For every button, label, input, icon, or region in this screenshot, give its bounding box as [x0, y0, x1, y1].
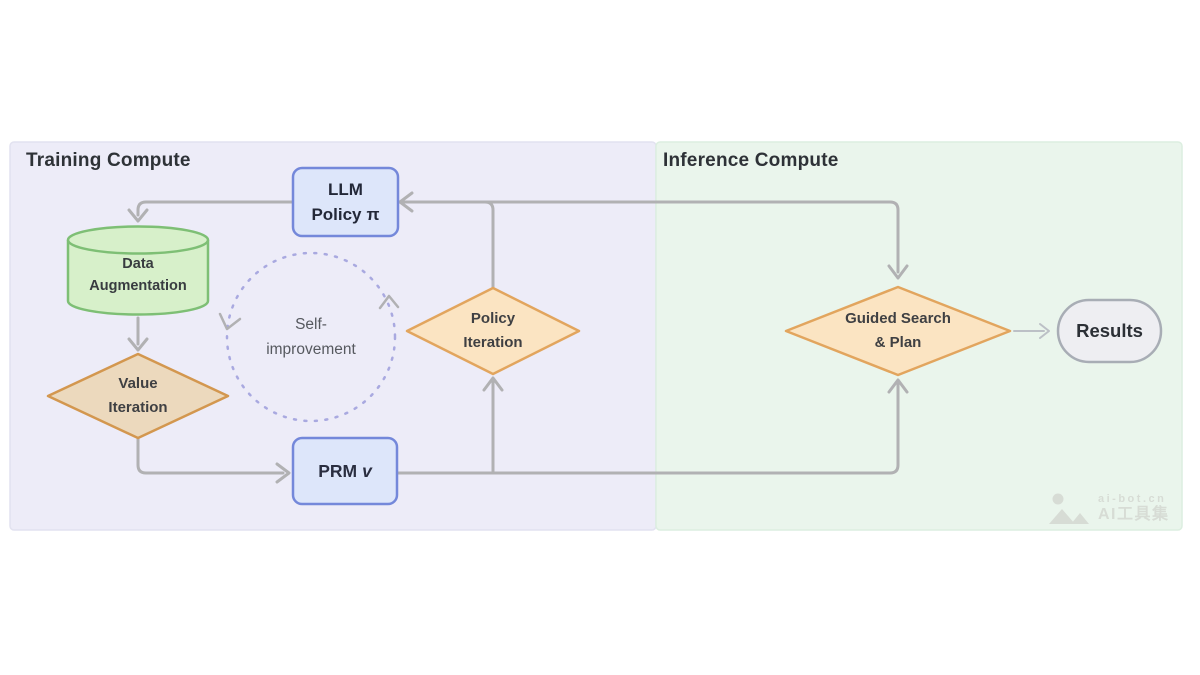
- edge-llm-to-data: [136, 200, 295, 217]
- watermark-domain: ai-bot.cn: [1098, 493, 1167, 506]
- arrowhead-right-prm: [275, 462, 291, 484]
- watermark-name: AI工具集: [1098, 506, 1170, 524]
- value-iteration-line2: Iteration: [108, 399, 168, 416]
- results-pill: [1056, 298, 1163, 364]
- self-improvement-line2: improvement: [266, 341, 356, 358]
- guided-search-label: Guided Search & Plan: [786, 307, 1010, 355]
- arrowhead-down-value: [127, 337, 149, 352]
- guided-search-line2: & Plan: [874, 334, 922, 351]
- prm-box: [291, 436, 399, 506]
- data-augmentation-label: Data Augmentation: [68, 240, 208, 310]
- prm-text: PRM: [318, 460, 358, 481]
- self-improvement-label: Self- improvement: [231, 311, 391, 363]
- connector-lines: [127, 191, 909, 484]
- self-improvement-arrows: [218, 294, 400, 331]
- data-augmentation-line1: Data: [122, 256, 154, 272]
- watermark-logo-icon: [1049, 493, 1089, 524]
- data-augmentation-line2: Augmentation: [89, 278, 187, 294]
- data-augmentation-cylinder-top: [66, 225, 210, 255]
- guided-search-line1: Guided Search: [845, 310, 951, 327]
- cycle-arrowhead-left: [218, 312, 242, 331]
- data-augmentation-cylinder-body: [66, 240, 210, 316]
- inference-compute-title: Inference Compute: [663, 150, 839, 171]
- edge-value-to-prm: [136, 436, 285, 475]
- training-compute-title: Training Compute: [26, 150, 191, 171]
- edge-llm-to-guided: [396, 200, 900, 274]
- pi-symbol: π: [366, 205, 380, 224]
- edge-prm-to-guided: [395, 382, 900, 475]
- llm-policy-line2: Policy: [311, 205, 362, 224]
- self-improvement-circle: [225, 251, 397, 423]
- llm-policy-box: [291, 166, 400, 238]
- arrowhead-right-results: [1039, 323, 1050, 339]
- value-iteration-diamond: [46, 352, 230, 440]
- v-symbol: v: [362, 460, 372, 481]
- self-improvement-line1: Self-: [295, 316, 327, 333]
- policy-iteration-line1: Policy: [470, 310, 516, 327]
- watermark: ai-bot.cn AI工具集: [1048, 492, 1170, 526]
- policy-iteration-label: Policy Iteration: [407, 307, 579, 355]
- results-label: Results: [1058, 300, 1161, 362]
- prm-label: PRM v: [293, 438, 397, 504]
- arrowhead-down-data: [127, 208, 149, 223]
- llm-policy-label: LLM Policy π: [293, 168, 398, 236]
- arrowhead-up-policy: [482, 376, 504, 392]
- results-text: Results: [1076, 320, 1143, 341]
- cycle-arrowhead-right: [378, 294, 400, 310]
- value-iteration-line1: Value: [118, 375, 158, 392]
- connector-thin: [1013, 323, 1050, 339]
- guided-search-diamond: [784, 285, 1012, 377]
- value-iteration-label: Value Iteration: [48, 372, 228, 420]
- llm-policy-line1: LLM: [328, 180, 363, 199]
- policy-iteration-diamond: [405, 286, 581, 376]
- arrowhead-down-guided: [887, 264, 909, 280]
- policy-iteration-line2: Iteration: [463, 334, 523, 351]
- arrowhead-up-guided: [887, 378, 909, 394]
